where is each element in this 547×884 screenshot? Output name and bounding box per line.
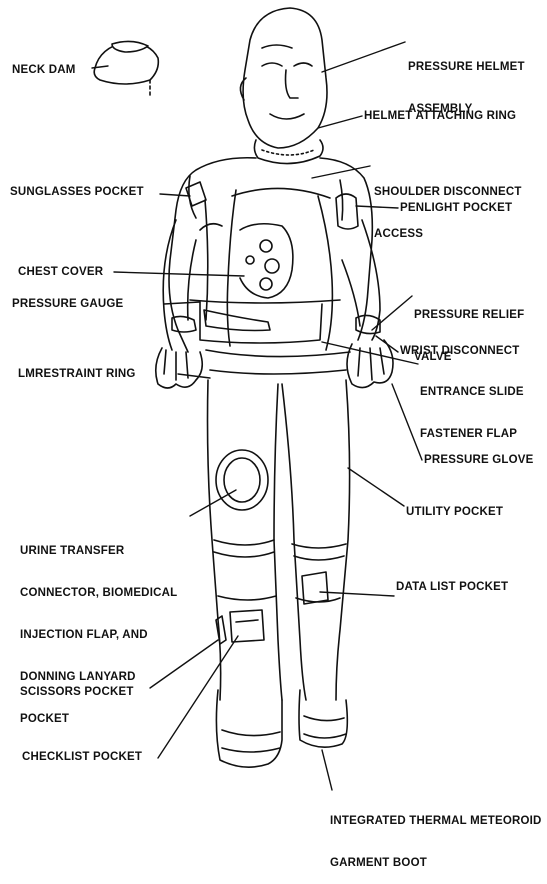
- label-integrated-thermal-meteoroid-garment-boot: INTEGRATED THERMAL METEOROID GARMENT BOO…: [330, 786, 542, 884]
- label-line: SHOULDER DISCONNECT: [374, 185, 522, 199]
- label-entrance-slide-fastener-flap: ENTRANCE SLIDE FASTENER FLAP: [420, 357, 524, 455]
- label-line: GARMENT BOOT: [330, 856, 542, 870]
- label-chest-cover: CHEST COVER: [18, 265, 103, 279]
- label-line: ACCESS: [374, 227, 522, 241]
- arms-drawing: [156, 220, 393, 388]
- label-lm-restraint-ring: LMRESTRAINT RING: [18, 367, 136, 381]
- label-sunglasses-pocket: SUNGLASSES POCKET: [10, 185, 144, 199]
- label-helmet-attaching-ring: HELMET ATTACHING RING: [364, 109, 516, 123]
- label-pressure-glove: PRESSURE GLOVE: [424, 453, 534, 467]
- label-utility-pocket: UTILITY POCKET: [406, 505, 503, 519]
- label-line: PRESSURE HELMET: [408, 60, 525, 74]
- label-urine-transfer-connector: URINE TRANSFER CONNECTOR, BIOMEDICAL INJ…: [20, 516, 177, 740]
- label-line: INJECTION FLAP, AND: [20, 628, 177, 642]
- label-line: POCKET: [20, 712, 177, 726]
- label-line: PRESSURE RELIEF: [414, 308, 524, 322]
- boots-drawing: [216, 690, 347, 767]
- neck-dam-drawing: [94, 41, 158, 96]
- label-wrist-disconnect: WRIST DISCONNECT: [400, 344, 519, 358]
- label-data-list-pocket: DATA LIST POCKET: [396, 580, 508, 594]
- label-line: ENTRANCE SLIDE: [420, 385, 524, 399]
- head-drawing: [240, 8, 327, 164]
- label-neck-dam: NECK DAM: [12, 63, 76, 77]
- label-penlight-pocket: PENLIGHT POCKET: [400, 201, 512, 215]
- label-line: INTEGRATED THERMAL METEOROID: [330, 814, 542, 828]
- torso-drawing: [169, 158, 372, 374]
- label-line: DONNING LANYARD: [20, 670, 177, 684]
- label-pressure-gauge: PRESSURE GAUGE: [12, 297, 123, 311]
- label-line: CONNECTOR, BIOMEDICAL: [20, 586, 177, 600]
- label-checklist-pocket: CHECKLIST POCKET: [22, 750, 142, 764]
- legs-drawing: [208, 380, 350, 700]
- label-scissors-pocket: SCISSORS POCKET: [20, 685, 134, 699]
- label-line: URINE TRANSFER: [20, 544, 177, 558]
- label-line: FASTENER FLAP: [420, 427, 524, 441]
